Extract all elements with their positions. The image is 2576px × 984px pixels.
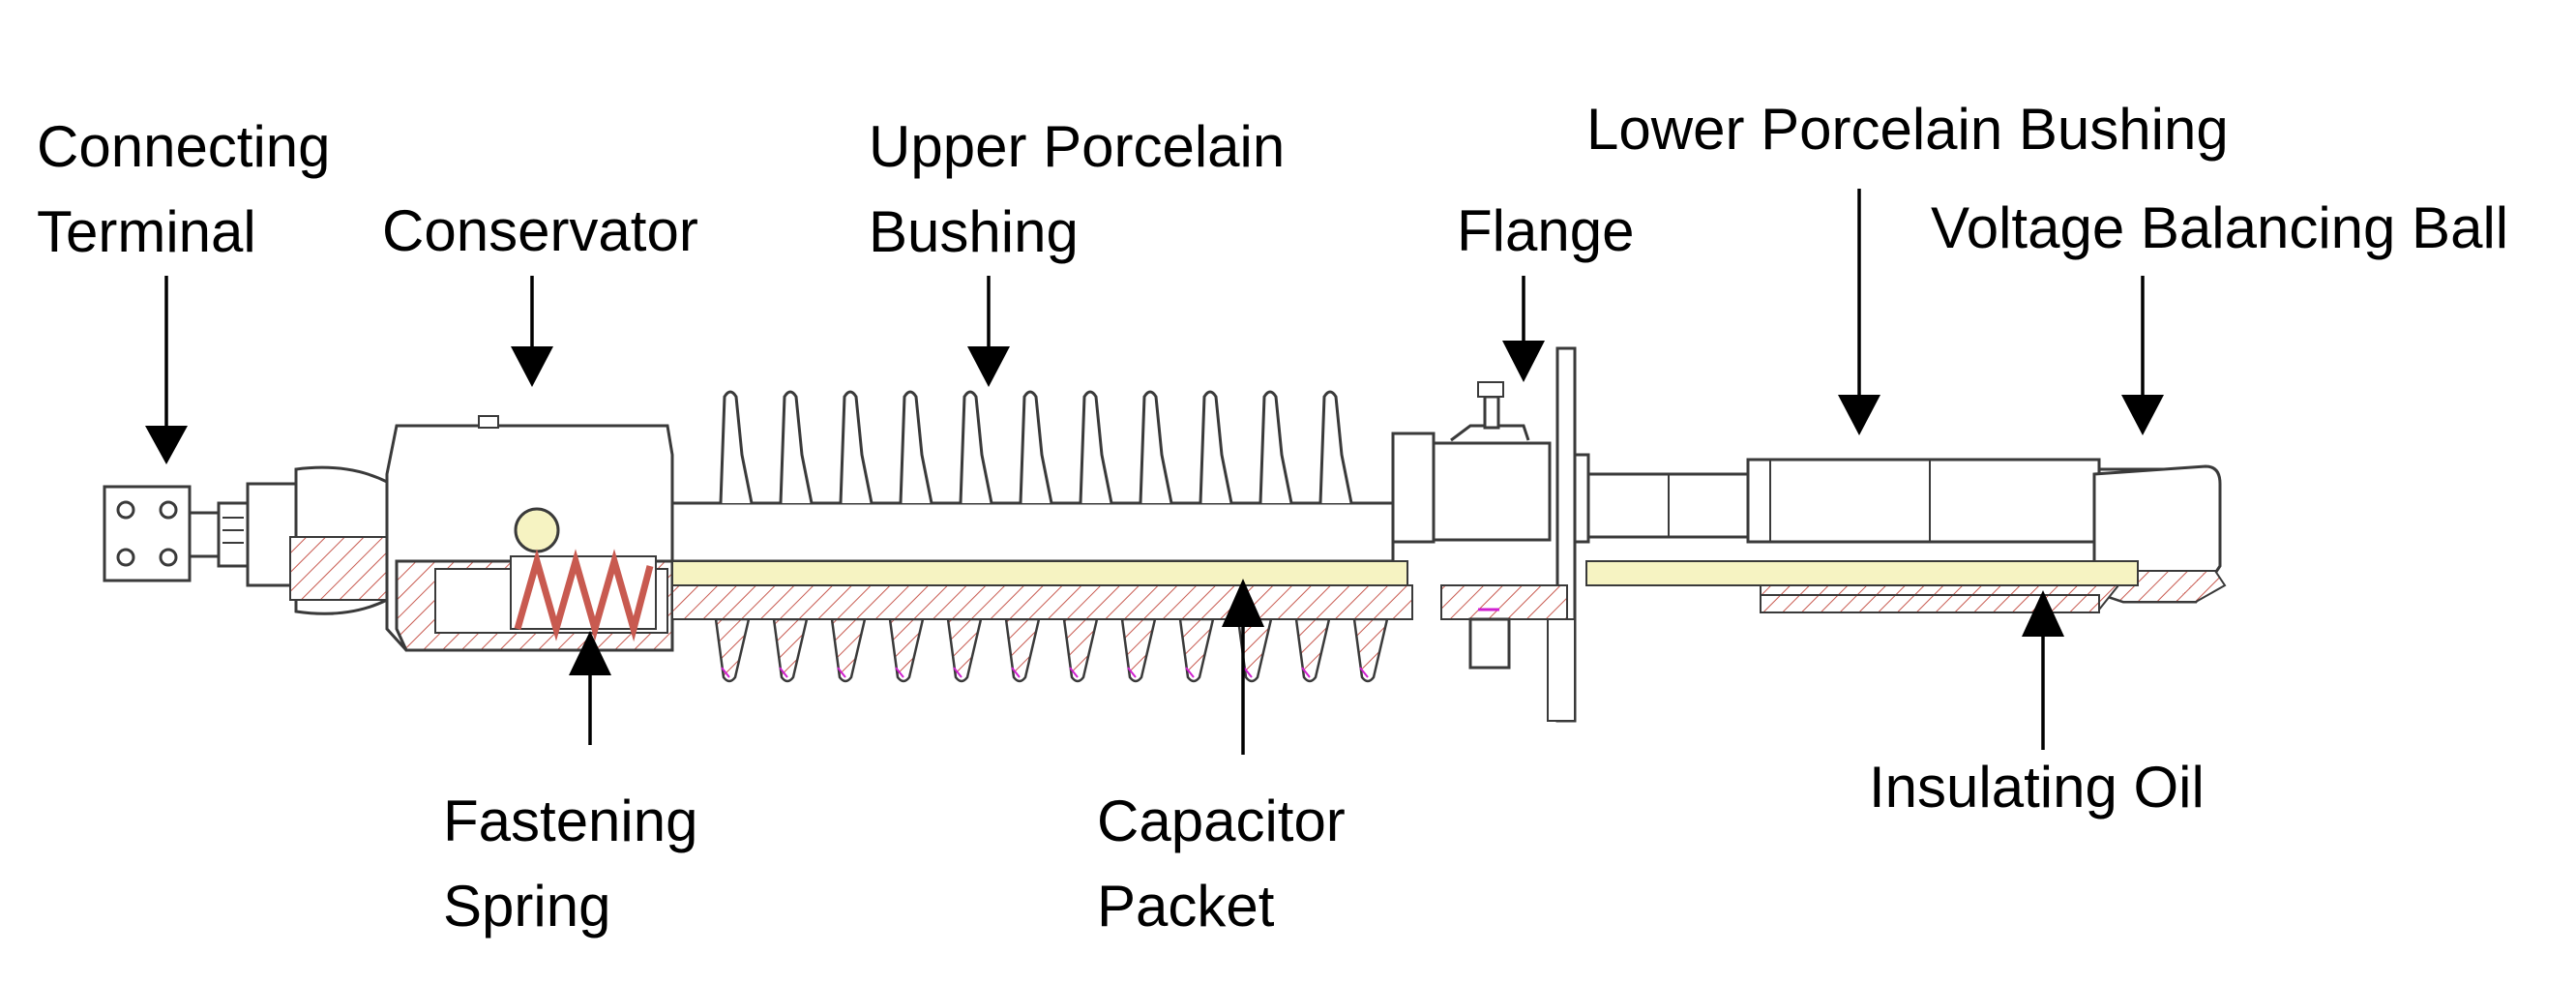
porcelain-shed-section — [1120, 617, 1157, 683]
porcelain-shed-section — [1236, 617, 1273, 683]
porcelain-shed-section — [1178, 617, 1215, 683]
porcelain-shed — [1079, 390, 1113, 504]
porcelain-shed-section — [1062, 617, 1099, 683]
bushing-body — [671, 432, 1552, 620]
label-arrows — [145, 189, 2164, 755]
conservator-shape — [385, 415, 674, 652]
label-conservator-text: Conservator — [382, 198, 698, 263]
label-fastening-spring-line2: Spring — [443, 874, 611, 939]
label-voltage-balancing-ball-text: Voltage Balancing Ball — [1931, 195, 2509, 260]
flange-shape — [1440, 346, 1590, 723]
connecting-terminal-shape — [103, 465, 393, 615]
label-insulating-oil: Insulating Oil — [1869, 745, 2205, 830]
label-fastening-spring: Fastening Spring — [443, 779, 698, 949]
porcelain-shed — [899, 390, 933, 504]
fastening-spring-shape — [510, 549, 657, 642]
label-capacitor-packet-line2: Packet — [1097, 874, 1275, 939]
label-lower-porcelain-bushing-text: Lower Porcelain Bushing — [1586, 97, 2229, 162]
label-flange-text: Flange — [1457, 198, 1635, 263]
label-upper-porcelain-bushing: Upper Porcelain Bushing — [869, 104, 1285, 275]
label-conservator: Conservator — [382, 189, 698, 274]
porcelain-shed — [1318, 390, 1353, 504]
porcelain-shed-section — [1294, 617, 1331, 683]
porcelain-shed — [1139, 390, 1173, 504]
lower-bushing-shape — [1585, 458, 2227, 613]
label-flange: Flange — [1457, 189, 1634, 274]
label-upper-porcelain-bushing-line2: Bushing — [869, 199, 1079, 264]
label-insulating-oil-text: Insulating Oil — [1869, 755, 2205, 820]
porcelain-shed — [779, 390, 814, 504]
label-capacitor-packet: Capacitor Packet — [1097, 779, 1346, 949]
porcelain-shed — [1199, 390, 1233, 504]
label-connecting-terminal-line1: Connecting — [37, 114, 331, 179]
porcelain-shed — [1019, 390, 1053, 504]
label-connecting-terminal: Connecting Terminal — [37, 104, 331, 275]
porcelain-shed-section — [1004, 617, 1041, 683]
label-upper-porcelain-bushing-line1: Upper Porcelain — [869, 114, 1286, 179]
porcelain-shed-section — [772, 617, 809, 683]
porcelain-shed — [1258, 390, 1293, 504]
porcelain-shed — [959, 390, 993, 504]
porcelain-shed-section — [946, 617, 983, 683]
label-fastening-spring-line1: Fastening — [443, 789, 698, 853]
porcelain-shed-section — [1352, 617, 1389, 683]
porcelain-shed — [719, 390, 754, 504]
porcelain-shed-section — [830, 617, 867, 683]
upper-porcelain-sheds — [670, 390, 1395, 563]
label-capacitor-packet-line1: Capacitor — [1097, 789, 1346, 853]
label-lower-porcelain-bushing: Lower Porcelain Bushing — [1586, 87, 2229, 172]
porcelain-shed — [839, 390, 873, 504]
porcelain-shed-section — [714, 617, 751, 683]
lower-porcelain-sheds-cross-section — [714, 617, 1389, 683]
label-voltage-balancing-ball: Voltage Balancing Ball — [1931, 186, 2508, 271]
label-connecting-terminal-line2: Terminal — [37, 199, 256, 264]
porcelain-shed-section — [888, 617, 925, 683]
